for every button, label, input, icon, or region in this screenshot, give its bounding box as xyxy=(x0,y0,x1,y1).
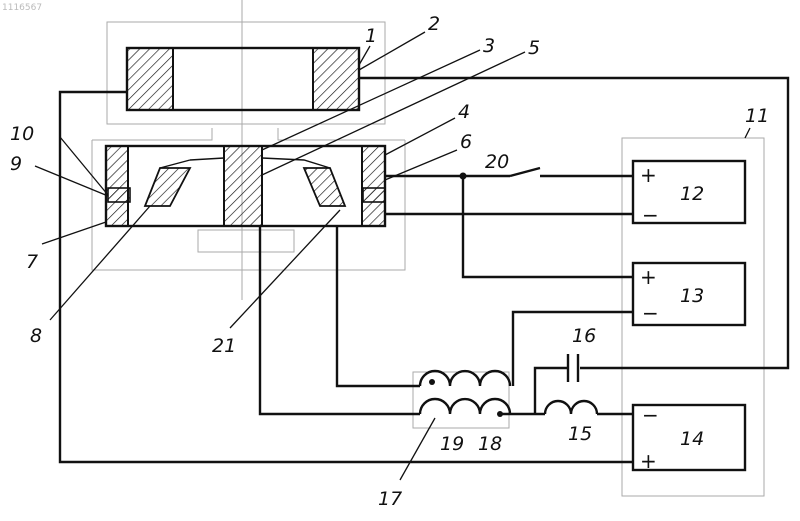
label-15: 15 xyxy=(568,423,592,445)
part-labels: 1 2 3 5 4 6 20 11 10 9 7 8 21 12 13 14 1… xyxy=(10,13,769,510)
label-4: 4 xyxy=(458,101,470,123)
label-5: 5 xyxy=(528,37,540,59)
sign-13-minus: − xyxy=(642,301,659,325)
label-17: 17 xyxy=(378,488,402,510)
label-19: 19 xyxy=(440,433,464,455)
watermark-text: 1116567 xyxy=(2,3,42,13)
sign-12-minus: − xyxy=(642,203,659,227)
label-21: 21 xyxy=(212,335,236,357)
chamber-4 xyxy=(106,146,385,226)
label-6: 6 xyxy=(460,131,472,153)
sign-14-plus: + xyxy=(640,449,657,473)
label-18: 18 xyxy=(478,433,502,455)
label-8: 8 xyxy=(30,325,42,347)
label-1: 1 xyxy=(365,25,377,47)
label-13: 13 xyxy=(680,285,704,307)
label-3: 3 xyxy=(483,35,495,57)
label-10: 10 xyxy=(10,123,34,145)
label-7: 7 xyxy=(26,251,38,273)
sign-13-plus: + xyxy=(640,265,657,289)
label-16: 16 xyxy=(572,325,596,347)
sign-14-minus: − xyxy=(642,403,659,427)
label-14: 14 xyxy=(680,428,704,450)
sign-12-plus: + xyxy=(640,163,657,187)
label-12: 12 xyxy=(680,183,704,205)
polarity-signs: + − + − − + xyxy=(640,163,659,473)
label-11: 11 xyxy=(745,105,769,127)
label-20: 20 xyxy=(485,151,509,173)
label-9: 9 xyxy=(10,153,22,175)
label-2: 2 xyxy=(428,13,440,35)
top-ring-2 xyxy=(127,48,359,110)
